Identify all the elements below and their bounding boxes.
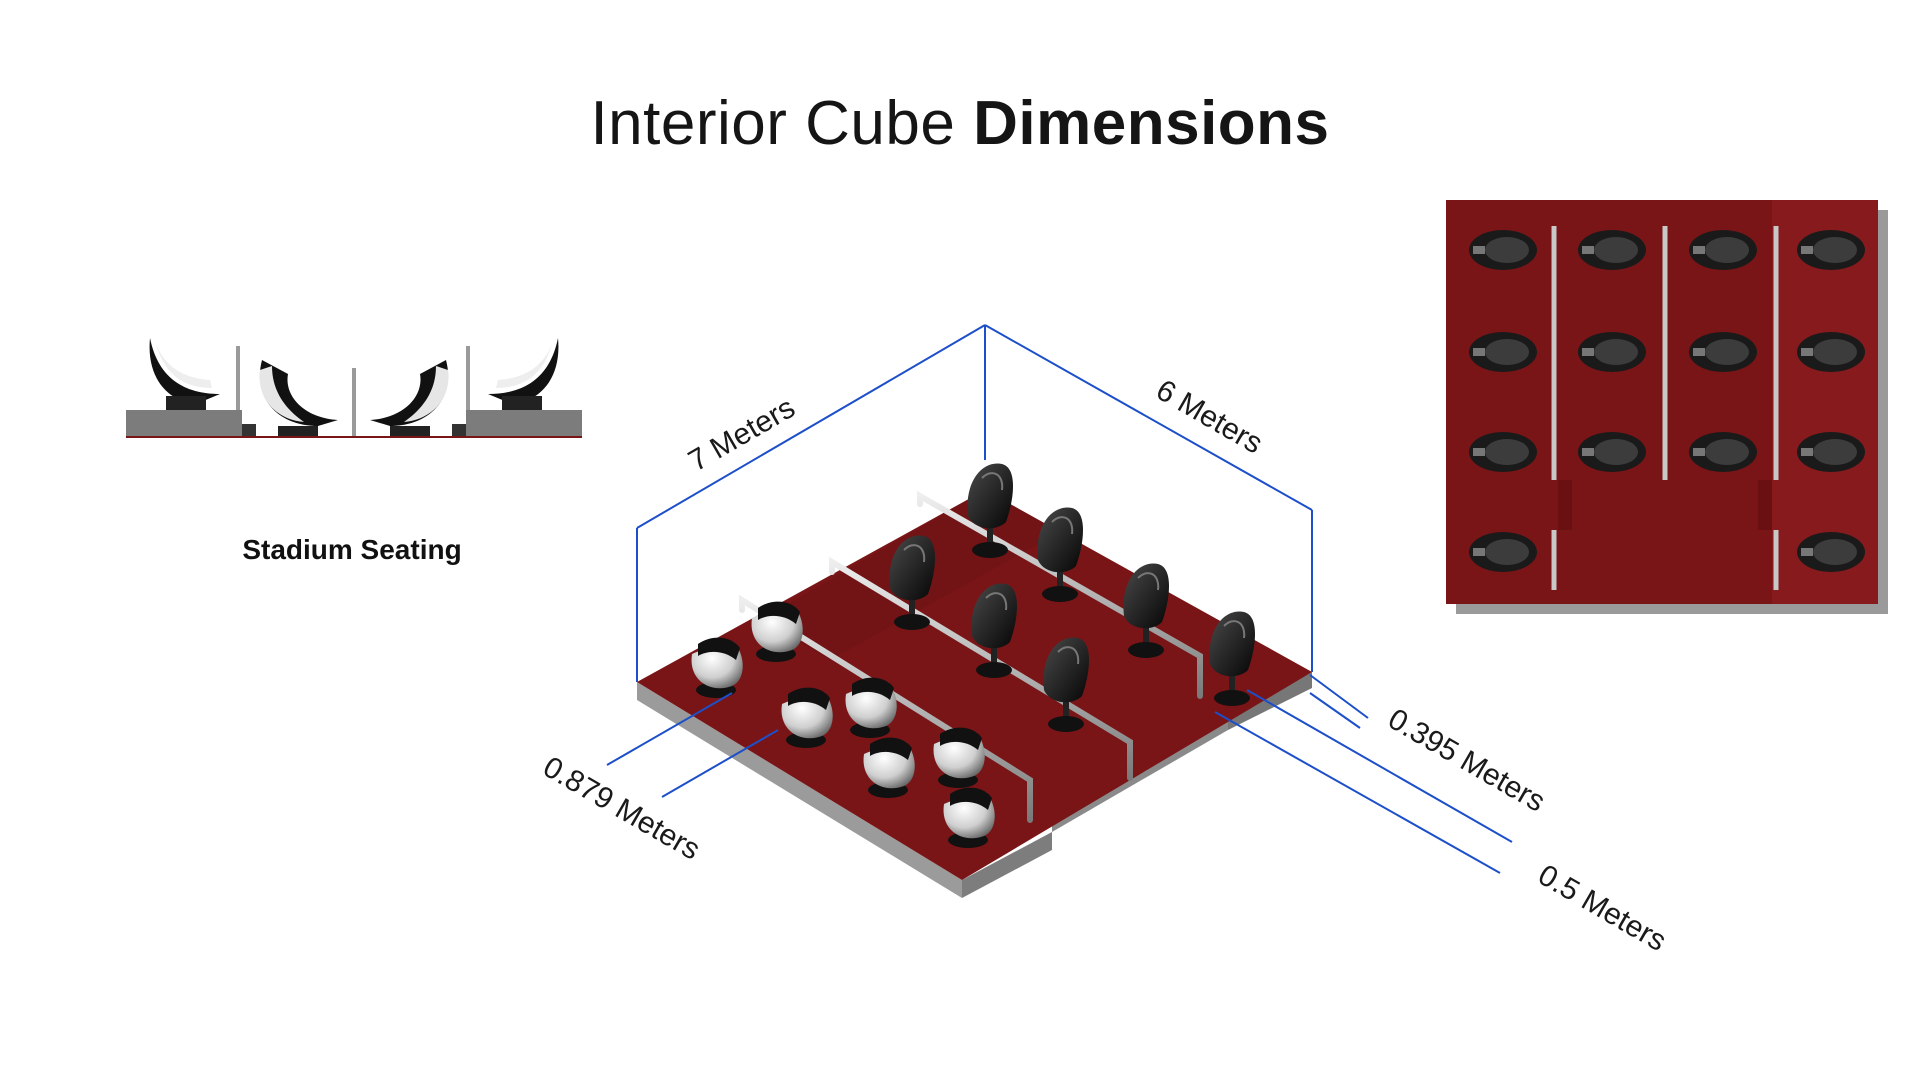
plan-step-left (1558, 480, 1572, 530)
iso-seat-white (943, 787, 995, 848)
top-plan-view (1446, 200, 1888, 614)
iso-seat-black (1209, 611, 1255, 706)
dimension-lines (606, 674, 1513, 874)
raised-right-side (1228, 672, 1312, 730)
stadium-seating-label: Stadium Seating (242, 534, 462, 565)
room-outline (636, 324, 1313, 682)
side-step-right (452, 424, 466, 436)
iso-rail-2 (829, 556, 1133, 781)
iso-seat-white (751, 601, 803, 662)
room-edge-top-left (636, 324, 986, 529)
dim-label-step-height: 0.395 Meters (1383, 702, 1551, 818)
side-step-left (242, 424, 256, 436)
iso-seat-black (967, 463, 1013, 558)
plan-seats (1469, 230, 1865, 572)
side-seat-4 (488, 338, 559, 410)
plan-seat (1689, 432, 1757, 472)
dim-line-seat-b (661, 729, 779, 798)
dim-label-seat-spacing: 0.879 Meters (538, 750, 706, 866)
iso-seat-black (1043, 637, 1089, 732)
iso-seat-white (845, 677, 897, 738)
dim-label-width: 6 Meters (1151, 373, 1269, 460)
side-seat-2 (259, 360, 338, 436)
platform-left-side (637, 682, 962, 898)
iso-seat-white (863, 737, 915, 798)
side-platform-left (126, 410, 242, 436)
dim-line-seat-a (606, 692, 733, 766)
page-title: Interior Cube Dimensions (0, 88, 1920, 159)
room-edge-top-right (984, 324, 1313, 511)
iso-seat-black (971, 583, 1017, 678)
title-light-part: Interior Cube (590, 89, 956, 158)
iso-seat-black (889, 535, 935, 630)
iso-seat-white (933, 727, 985, 788)
plan-seat (1578, 230, 1646, 270)
side-seat-1 (149, 338, 220, 410)
plan-seat (1469, 432, 1537, 472)
plan-step-right (1758, 480, 1772, 530)
plan-seat (1469, 532, 1537, 572)
plan-seat (1797, 532, 1865, 572)
plan-seat (1689, 332, 1757, 372)
plan-seat (1469, 332, 1537, 372)
iso-seats (691, 463, 1255, 848)
side-seat-3 (370, 360, 449, 436)
platform-right-side (962, 832, 1052, 898)
dim-line-step-a (1309, 674, 1369, 719)
plan-seat (1578, 432, 1646, 472)
title-bold-part: Dimensions (973, 89, 1330, 158)
plan-seat (1689, 230, 1757, 270)
iso-seat-white (781, 687, 833, 748)
dim-line-height-b (1214, 711, 1501, 874)
dim-line-height-a (1246, 689, 1513, 843)
side-platform-right (466, 410, 582, 436)
plan-seat (1797, 432, 1865, 472)
dim-line-step-b (1309, 692, 1361, 729)
iso-seat-white (691, 637, 743, 698)
stadium-side-view (126, 338, 582, 438)
dim-label-length: 7 Meters (683, 391, 801, 478)
plan-seat (1797, 230, 1865, 270)
plan-seat (1469, 230, 1537, 270)
iso-seat-black (1037, 507, 1083, 602)
plan-seat (1797, 332, 1865, 372)
dim-label-platform-height: 0.5 Meters (1533, 858, 1672, 957)
isometric-model: 7 Meters 6 Meters 0.879 Meters 0.395 Met… (538, 324, 1672, 958)
plan-seat (1578, 332, 1646, 372)
iso-seat-black (1123, 563, 1169, 658)
